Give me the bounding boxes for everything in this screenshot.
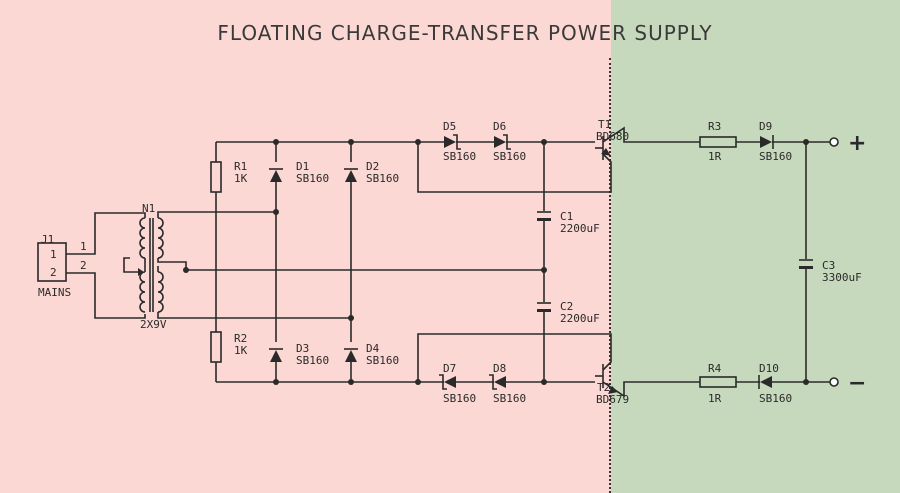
d7-ref: D7 [443, 362, 456, 375]
d10-ref: D10 [759, 362, 779, 375]
wire-label-2: 2 [80, 259, 87, 272]
resistor-r3: R3 1R [699, 120, 737, 163]
c1-ref: C1 [560, 210, 573, 223]
t1-value: BD680 [596, 130, 629, 143]
diode-d1: D1 SB160 [269, 160, 329, 185]
resistor-r2: R2 1K [210, 331, 248, 363]
d3-ref: D3 [296, 342, 309, 355]
transformer-value: 2X9V [140, 318, 167, 331]
d1-ref: D1 [296, 160, 309, 173]
mains-wires [66, 212, 146, 319]
diode-d9: D9 SB160 [759, 120, 792, 163]
r2-value: 1K [234, 344, 248, 357]
r1-value: 1K [234, 172, 248, 185]
d3-value: SB160 [296, 354, 329, 367]
d9-ref: D9 [759, 120, 772, 133]
mains-label: MAINS [38, 286, 71, 299]
t2-value: BD679 [596, 393, 629, 406]
r3-ref: R3 [708, 120, 721, 133]
d8-value: SB160 [493, 392, 526, 405]
d2-ref: D2 [366, 160, 379, 173]
capacitor-c1: C1 2200uF [537, 142, 600, 270]
r3-value: 1R [708, 150, 722, 163]
bottom-diode-path [417, 333, 612, 385]
negative-sign: − [848, 371, 866, 396]
d2-value: SB160 [366, 172, 399, 185]
transistor-t2: T2 BD679 [595, 346, 700, 406]
d6-ref: D6 [493, 120, 506, 133]
resistor-r1: R1 1K [210, 160, 248, 193]
r2-ref: R2 [234, 332, 247, 345]
output-terminals: + − [829, 131, 866, 396]
diode-d10: D10 SB160 [758, 362, 792, 405]
j1-pin1: 1 [50, 248, 57, 261]
c2-value: 2200uF [560, 312, 600, 325]
primary-side-background [0, 0, 611, 493]
c3-value: 3300uF [822, 271, 862, 284]
connector-j1: J1 1 2 MAINS 1 2 [37, 233, 87, 299]
output-side-background [611, 0, 900, 493]
d6-value: SB160 [493, 150, 526, 163]
d8-ref: D8 [493, 362, 506, 375]
top-diode-path [417, 139, 612, 193]
resistor-r4: R4 1R [699, 362, 737, 405]
diode-d2: D2 SB160 [344, 160, 399, 185]
diode-d3: D3 SB160 [269, 342, 329, 367]
positive-sign: + [848, 131, 866, 156]
r1-ref: R1 [234, 160, 247, 173]
j1-ref: J1 [41, 233, 54, 246]
d5-value: SB160 [443, 150, 476, 163]
diode-d6: D6 SB160 [493, 120, 526, 163]
c1-value: 2200uF [560, 222, 600, 235]
transformer-ref: N1 [142, 202, 155, 215]
d10-value: SB160 [759, 392, 792, 405]
c2-ref: C2 [560, 300, 573, 313]
page-title: FLOATING CHARGE-TRANSFER POWER SUPPLY [217, 21, 712, 45]
wire-label-1: 1 [80, 240, 87, 253]
diode-d4: D4 SB160 [344, 342, 399, 367]
d9-value: SB160 [759, 150, 792, 163]
r4-ref: R4 [708, 362, 722, 375]
d1-value: SB160 [296, 172, 329, 185]
capacitor-c3: C3 3300uF [799, 139, 862, 385]
d7-value: SB160 [443, 392, 476, 405]
diode-d8: D8 SB160 [489, 362, 526, 405]
negative-terminal [829, 377, 839, 387]
r4-value: 1R [708, 392, 722, 405]
secondary-wires [123, 211, 544, 319]
t2-ref: T2 [597, 381, 610, 394]
d5-ref: D5 [443, 120, 456, 133]
capacitor-c2: C2 2200uF [537, 270, 600, 382]
d4-value: SB160 [366, 354, 399, 367]
isolation-divider [609, 58, 611, 493]
c3-ref: C3 [822, 259, 835, 272]
rails [215, 139, 421, 385]
transformer-n1: N1 2X9V [139, 202, 167, 331]
diode-d7: D7 SB160 [439, 362, 476, 405]
positive-terminal [829, 137, 839, 147]
t1-ref: T1 [598, 118, 611, 131]
j1-pin2: 2 [50, 266, 57, 279]
d4-ref: D4 [366, 342, 380, 355]
diode-d5: D5 SB160 [443, 120, 476, 163]
transistor-t1: T1 BD680 [595, 118, 700, 178]
